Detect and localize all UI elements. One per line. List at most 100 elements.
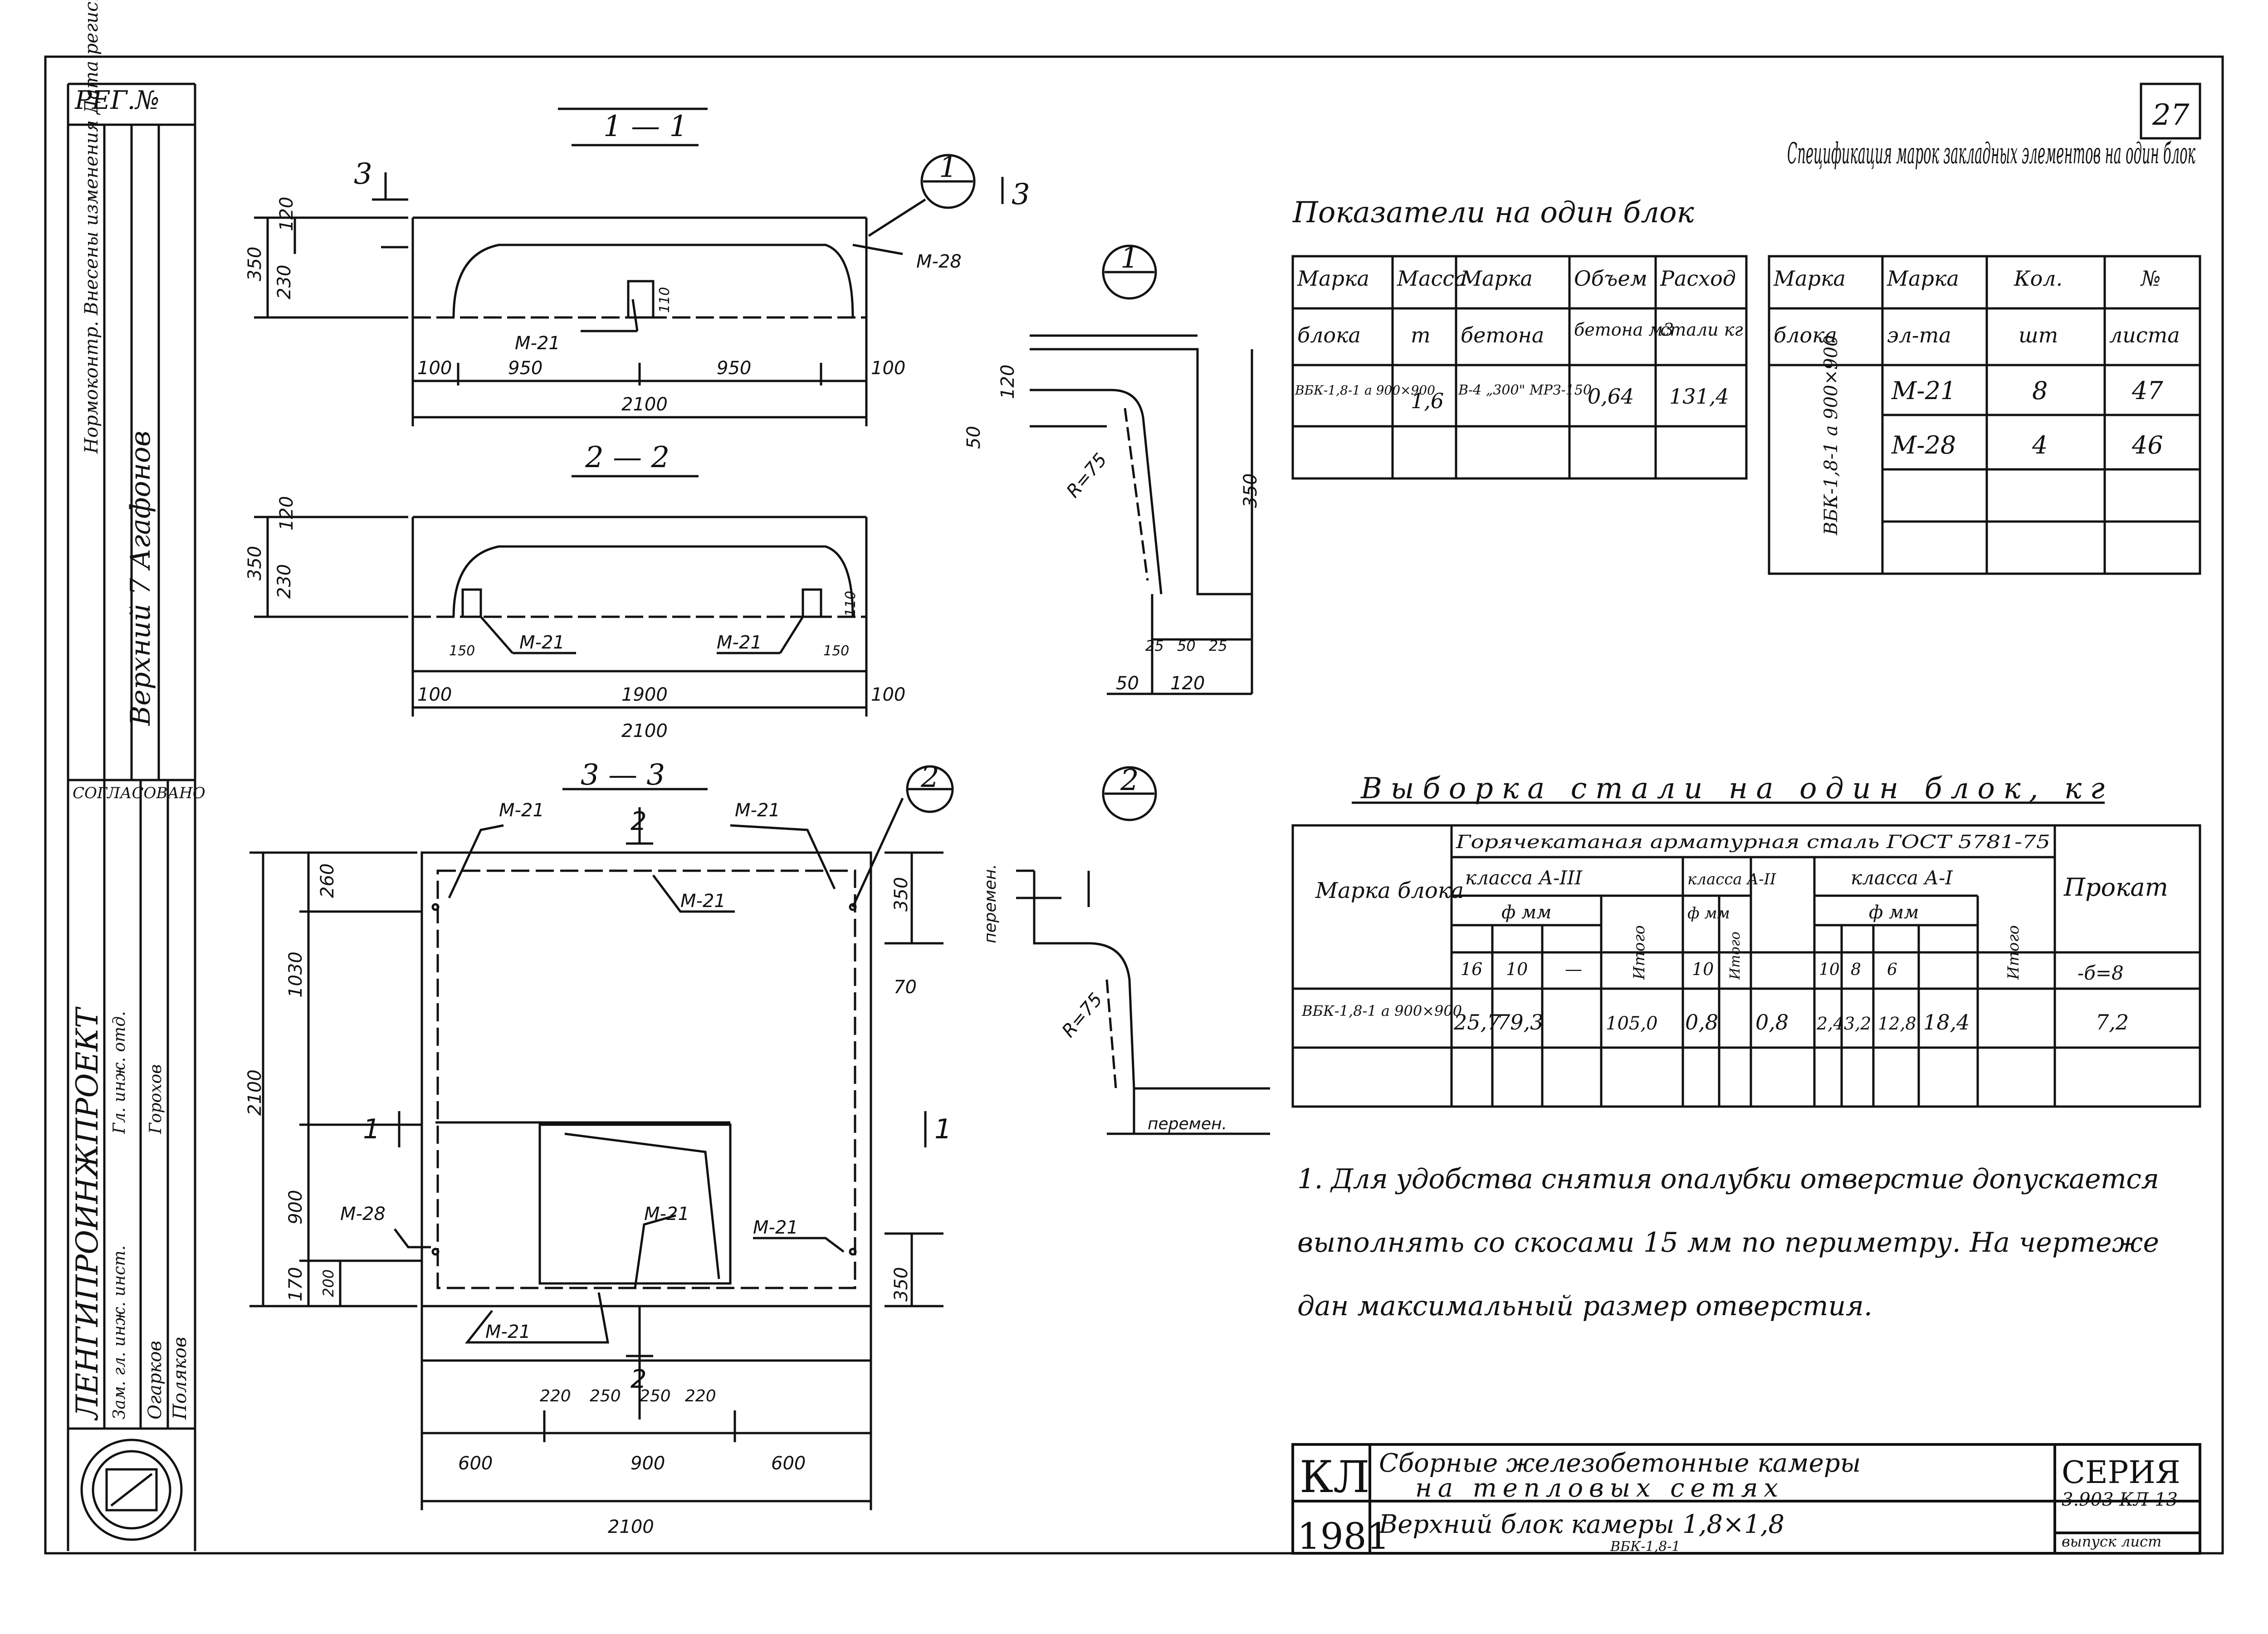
t3-row-mark: ВБК-1,8-1 а 900×900 (1301, 1002, 1462, 1019)
dim-220-b: 220 (685, 1387, 716, 1405)
node-2-detail (1016, 766, 1270, 1135)
t3-class1: класса А-I (1851, 867, 1953, 889)
t3-row-prokat: 7,2 (2096, 1010, 2129, 1034)
t3-row-a1-6: 12,8 (1878, 1014, 1916, 1034)
t3-strip: -б=8 (2077, 962, 2124, 984)
tb-issue: выпуск лист (2062, 1533, 2161, 1550)
label-m21-e: М-21 (735, 800, 780, 821)
dim-70: 70 (894, 977, 917, 998)
dim-100-c: 100 (417, 684, 452, 705)
dim-100-d: 100 (871, 684, 905, 705)
dim-230-b: 230 (274, 564, 295, 599)
t1-row-steel: 131,4 (1669, 384, 1729, 409)
dim-350-b: 350 (244, 546, 265, 580)
tb-series-label: СЕРИЯ (2062, 1455, 2180, 1491)
t2-h-top-0: Марка (1773, 266, 1846, 291)
table-indicators (1291, 255, 1748, 480)
t3-size3-1: 10 (1506, 959, 1528, 979)
dim-220-a: 220 (540, 1387, 571, 1405)
note-line-2: выполнять со скосами 15 мм по периметру.… (1297, 1227, 2159, 1258)
t3-itogo-3: Итого (1630, 925, 1648, 980)
t3-row-a1-8: 3,2 (1844, 1014, 1871, 1034)
t3-size1-1: 8 (1851, 961, 1861, 979)
tb-line-3: Верхний блок камеры 1,8×1,8 (1378, 1510, 1784, 1539)
node-2-callout-b: 2 (1120, 764, 1139, 797)
t1-h-bot-4: стали кг (1660, 320, 1743, 340)
table-steel-sampling (1291, 801, 2201, 1108)
table1-title: Показатели на один блок (1292, 196, 1694, 229)
dim-50-b: 50 (1177, 637, 1196, 654)
label-m21-c: М-21 (717, 632, 762, 653)
label-perem-a: перемен. (981, 864, 1000, 943)
section-2-2-title: 2 — 2 (585, 441, 670, 474)
t1-h-bot-2: бетона (1461, 323, 1544, 347)
tb-line-4: ВБК-1,8-1 (1610, 1539, 1680, 1555)
t3-size3-0: 16 (1461, 959, 1482, 979)
t1-h-top-4: Расход (1660, 266, 1736, 291)
t3-dia-1: ф мм (1869, 902, 1919, 923)
t1-h-top-0: Марка (1297, 266, 1369, 291)
t2-r0-sheet: 47 (2131, 376, 2163, 405)
label-m21-f: М-21 (680, 891, 726, 912)
t3-row-itogo2: 0,8 (1755, 1010, 1789, 1034)
t2-r0-qty: 8 (2032, 376, 2048, 405)
tb-line-1: Сборные железобетонные камеры (1379, 1449, 1861, 1478)
section-1-1-title: 1 — 1 (603, 110, 688, 143)
dim-25-a: 25 (1145, 637, 1164, 654)
t3-class3: класса А-III (1465, 867, 1583, 889)
section-1-1-drawing (254, 107, 1004, 426)
reg-label: РЕГ.№ (74, 86, 159, 115)
label-r75-b: R=75 (1058, 989, 1106, 1042)
t3-size1-0: 10 (1819, 961, 1840, 979)
dim-600-a: 600 (458, 1453, 493, 1474)
t3-row-itogo3: 105,0 (1606, 1013, 1658, 1034)
dim-120-d: 120 (1170, 673, 1205, 694)
t3-row-10: 79,3 (1497, 1010, 1543, 1034)
dim-50-a: 50 (963, 426, 984, 449)
t2-r1-el: М-28 (1891, 431, 1956, 459)
cut-2-top: 2 (631, 807, 647, 836)
section-2-2-drawing (254, 475, 868, 717)
sheet-number: 27 (2152, 98, 2190, 132)
dim-2100-b: 2100 (621, 721, 668, 741)
dim-260: 260 (317, 863, 338, 898)
dim-100-b: 100 (871, 358, 905, 379)
dim-950-b: 950 (717, 358, 751, 379)
t3-size2-0: 10 (1692, 959, 1714, 979)
t2-h-top-2: Кол. (2014, 266, 2063, 291)
t3-itogo-1: Итого (2004, 925, 2023, 980)
t3-itogo-2: Итого (1727, 932, 1743, 980)
note-line-3: дан максимальный размер отверстия. (1297, 1290, 1872, 1322)
strip-org-name-0: Огарков (145, 1341, 166, 1419)
node-1-callout-a: 1 (939, 151, 958, 184)
t1-h-bot-1: т (1411, 323, 1431, 347)
dim-2100-d: 2100 (608, 1517, 654, 1537)
t3-prokat: Прокат (2063, 873, 2168, 902)
node-1-detail (1030, 244, 1253, 695)
label-m21-b: М-21 (519, 632, 565, 653)
t2-h-bot-0: блока (1774, 323, 1837, 347)
label-r75-a: R=75 (1062, 449, 1111, 502)
t1-row-mass: 1,6 (1411, 389, 1444, 413)
t3-size3-2: — (1565, 959, 1582, 979)
dim-350-d: 350 (891, 877, 912, 912)
t2-r1-sheet: 46 (2131, 431, 2163, 459)
t3-col-mark: Марка блока (1315, 878, 1464, 903)
t1-row-concrete: В-4 „300" МРЗ-150 (1458, 382, 1592, 398)
strip-org: ЛЕНГИПРОИНЖПРОЕКТ (70, 1006, 105, 1421)
dim-900-b: 900 (631, 1453, 665, 1474)
t1-h-bot-3: бетона м3 (1574, 320, 1674, 340)
dim-100-a: 100 (417, 358, 452, 379)
dim-1030: 1030 (285, 951, 306, 998)
t2-h-bot-2: шт (2019, 323, 2058, 347)
dim-150-b: 150 (823, 643, 849, 659)
t2-h-bot-3: листа (2109, 323, 2180, 347)
label-perem-b: перемен. (1148, 1115, 1227, 1133)
dim-250-b: 250 (640, 1387, 671, 1405)
outer-frame (44, 55, 2224, 1555)
node-2-callout-a: 2 (920, 761, 939, 794)
label-m21-g: М-21 (644, 1204, 689, 1224)
table3-title: Выборка стали на один блок, кг (1360, 772, 2105, 805)
t2-r0-el: М-21 (1891, 376, 1956, 405)
